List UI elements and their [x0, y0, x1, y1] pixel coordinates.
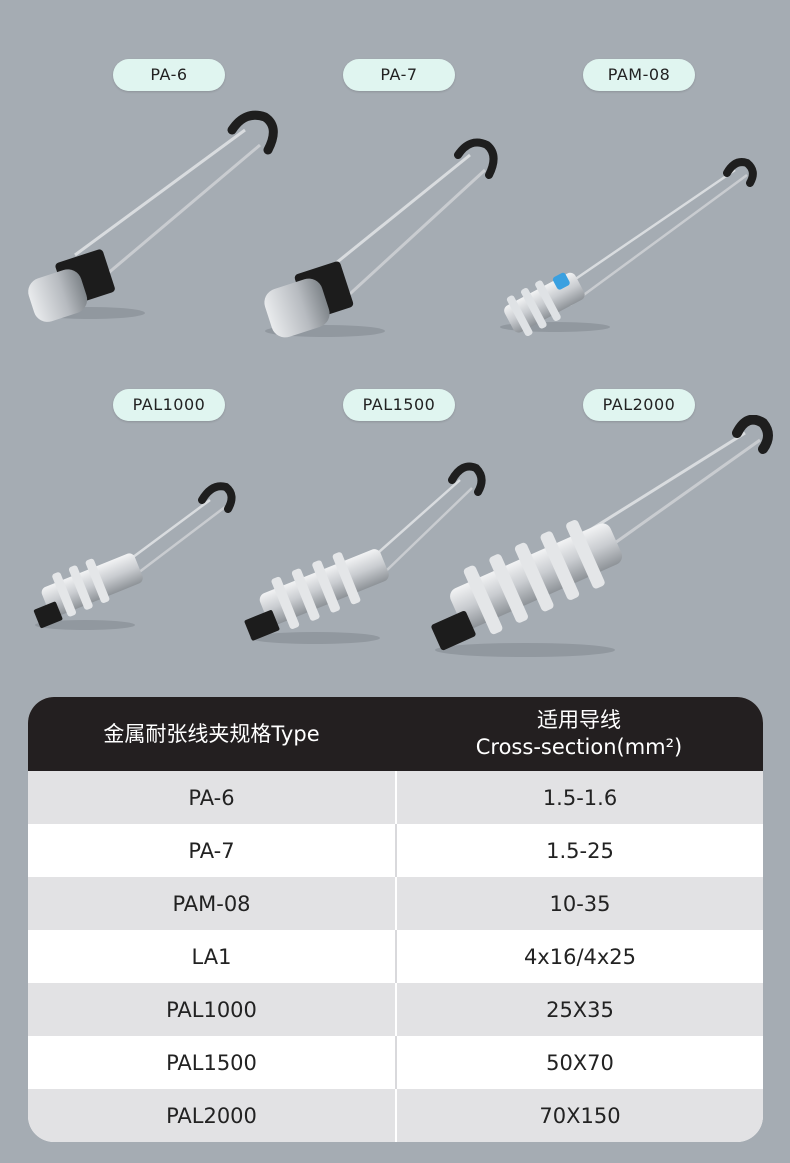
- header-type-label: 金属耐张线夹规格Type: [103, 721, 320, 746]
- cell-section: 10-35: [549, 891, 611, 916]
- cell-type: PAM-08: [28, 877, 397, 930]
- product-label-pal1500: PAL1500: [343, 389, 455, 421]
- clamp-image-pal2000: [431, 415, 773, 657]
- table-header: 金属耐张线夹规格Type 适用导线 Cross-section(mm²): [28, 697, 763, 771]
- clamp-image-pa6: [28, 110, 278, 322]
- cell-section: 1.5-25: [546, 838, 614, 863]
- table-row: LA1 4x16/4x25: [28, 930, 763, 983]
- table-row: PAM-08 10-35: [28, 877, 763, 930]
- table-row: PA-7 1.5-25: [28, 824, 763, 877]
- cell-section: 4x16/4x25: [523, 944, 637, 969]
- cell-type: PAL1500: [28, 1036, 397, 1089]
- cell-section: 70X150: [539, 1103, 621, 1128]
- clamp-image-pal1500: [244, 462, 486, 644]
- cell-section: 50X70: [546, 1050, 614, 1075]
- product-label-pam08: PAM-08: [583, 59, 695, 91]
- cell-type: PA-6: [28, 771, 397, 824]
- cell-type: PA-7: [28, 824, 397, 877]
- header-cross-section-line2: Cross-section(mm²): [475, 735, 683, 759]
- cell-type: PAL2000: [28, 1089, 397, 1142]
- product-label-pa7: PA-7: [343, 59, 455, 91]
- table-row: PAL1000 25X35: [28, 983, 763, 1036]
- header-cross-section: 适用导线 Cross-section(mm²): [395, 697, 763, 771]
- cell-section: 25X35: [546, 997, 614, 1022]
- product-label-pal1000: PAL1000: [113, 389, 225, 421]
- header-type: 金属耐张线夹规格Type: [28, 697, 395, 771]
- cell-type: LA1: [28, 930, 397, 983]
- product-label-pa6: PA-6: [113, 59, 225, 91]
- clamp-image-pam08: [500, 158, 757, 337]
- clamp-image-pal1000: [33, 482, 236, 630]
- table-body: PA-6 1.5-1.6 PA-7 1.5-25 PAM-08 10-35 LA…: [28, 771, 763, 1142]
- header-cross-section-line1: 适用导线: [537, 708, 621, 732]
- table-row: PAL2000 70X150: [28, 1089, 763, 1142]
- table-row: PA-6 1.5-1.6: [28, 771, 763, 824]
- cell-type: PAL1000: [28, 983, 397, 1036]
- clamp-image-pa7: [264, 138, 498, 338]
- cell-section: 1.5-1.6: [542, 785, 618, 810]
- table-row: PAL1500 50X70: [28, 1036, 763, 1089]
- spec-table: 金属耐张线夹规格Type 适用导线 Cross-section(mm²) PA-…: [28, 697, 763, 1142]
- product-label-pal2000: PAL2000: [583, 389, 695, 421]
